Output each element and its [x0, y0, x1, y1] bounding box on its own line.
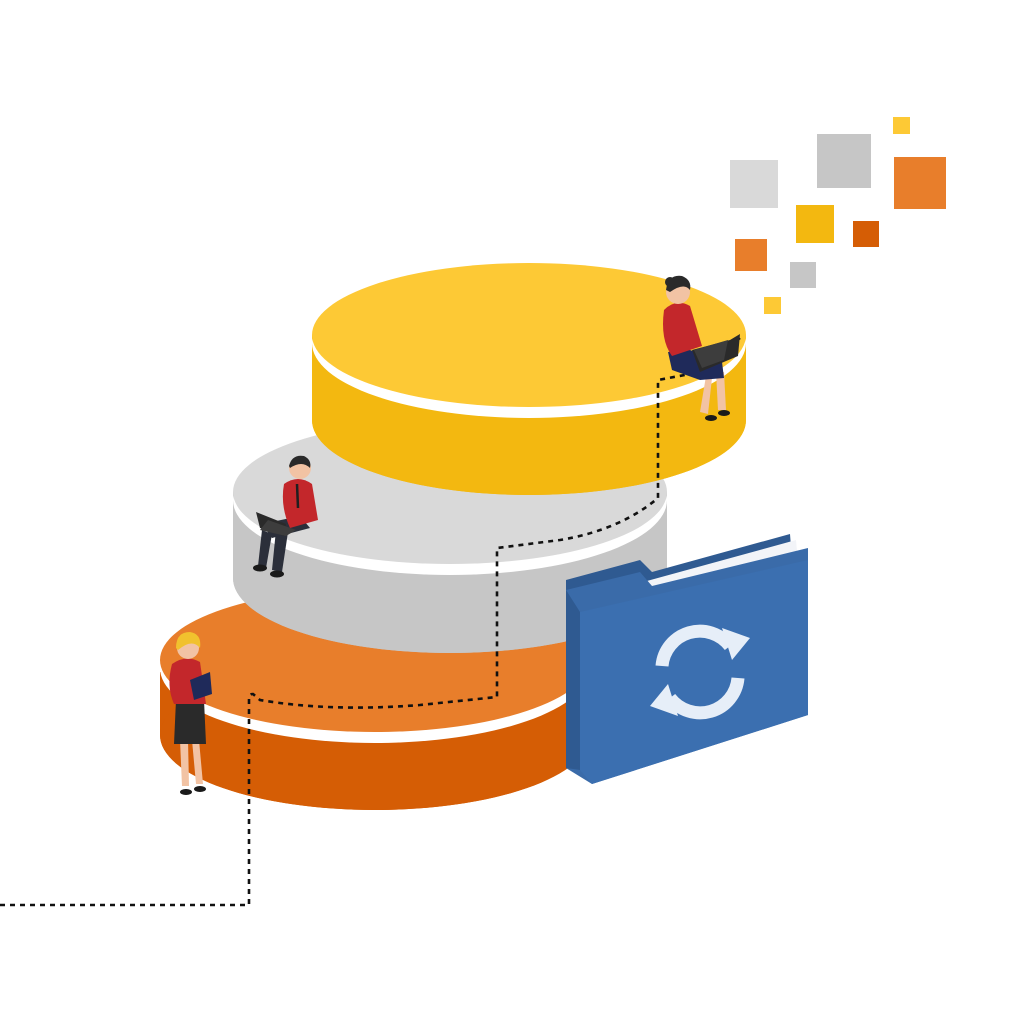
- data-square: [853, 221, 879, 247]
- person-man-with-laptop: [253, 455, 318, 578]
- dotted-connection-line: [0, 336, 741, 907]
- folder-icon: [566, 534, 808, 784]
- data-square: [764, 297, 781, 314]
- person-woman-with-book: [169, 632, 212, 795]
- data-square: [893, 117, 910, 134]
- sync-arrows-icon: [650, 624, 750, 720]
- data-square: [817, 134, 871, 188]
- yellow-disc: [312, 263, 746, 495]
- data-square: [790, 262, 816, 288]
- floating-data-squares: [730, 117, 946, 314]
- data-square: [735, 239, 767, 271]
- data-square: [730, 160, 778, 208]
- data-square: [796, 205, 834, 243]
- data-square: [894, 157, 946, 209]
- person-woman-with-laptop: [663, 275, 740, 421]
